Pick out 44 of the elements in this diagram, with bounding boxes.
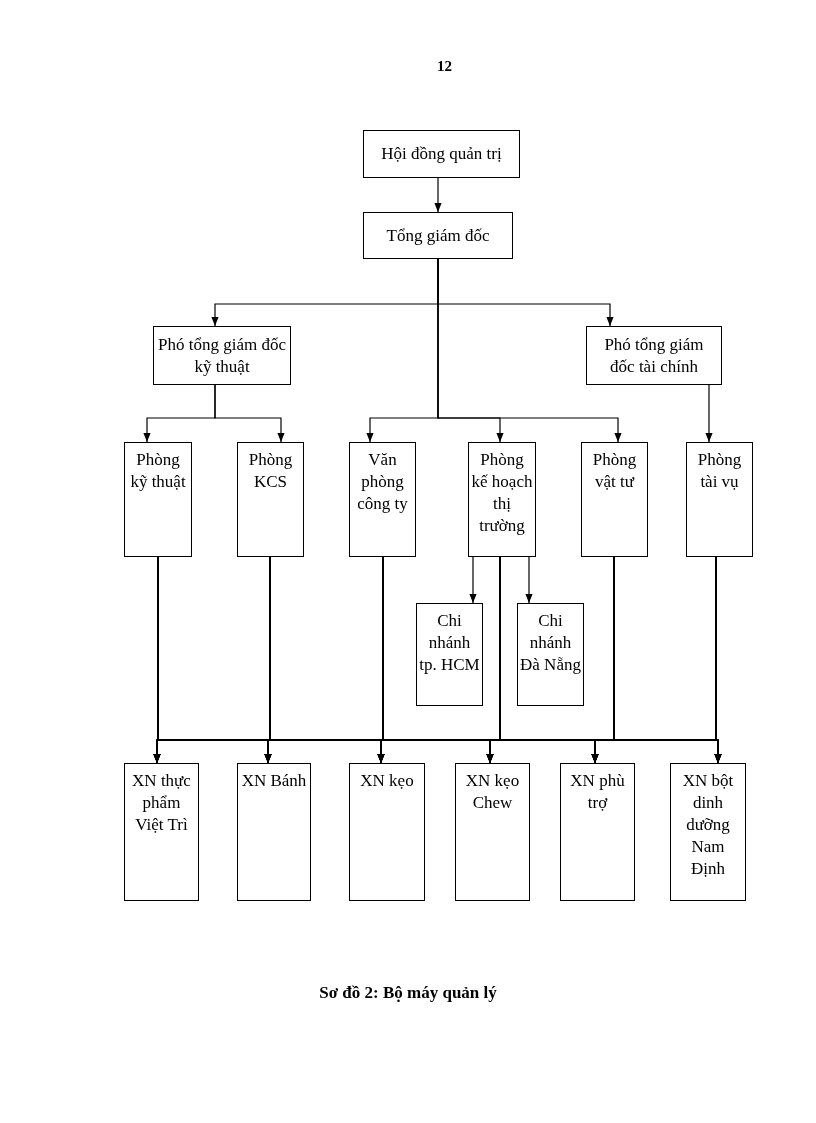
org-box-label: XN bột dinh dưỡng Nam Định bbox=[682, 771, 734, 878]
connector-arrow bbox=[434, 177, 442, 213]
org-box bbox=[349, 763, 425, 901]
org-box bbox=[124, 763, 199, 901]
org-box bbox=[349, 442, 416, 557]
org-box bbox=[237, 442, 304, 557]
connector-arrow bbox=[525, 556, 533, 604]
org-box bbox=[686, 442, 753, 557]
page-number: 12 bbox=[437, 58, 452, 75]
org-box-label: Tổng giám đốc bbox=[386, 224, 490, 247]
org-box-label: Phòng kế hoạch thị trường bbox=[471, 450, 533, 535]
org-box-label: Phòng kỹ thuật bbox=[130, 450, 186, 491]
org-box-label: Phòng KCS bbox=[248, 450, 293, 491]
org-box-label: Phó tổng giám đốc kỹ thuật bbox=[158, 333, 286, 378]
connector-arrow bbox=[214, 384, 285, 443]
org-box bbox=[670, 763, 746, 901]
org-box bbox=[363, 130, 520, 178]
org-box bbox=[416, 603, 483, 706]
org-box-label: Phòng vật tư bbox=[592, 450, 637, 491]
org-box-label: Phòng tài vụ bbox=[697, 450, 742, 491]
org-box bbox=[153, 326, 291, 385]
org-box bbox=[586, 326, 722, 385]
org-box bbox=[581, 442, 648, 557]
org-box-label: XN thực phẩm Việt Trì bbox=[132, 771, 191, 834]
org-box bbox=[517, 603, 584, 706]
connector-arrow bbox=[469, 556, 477, 604]
org-box-label: Chi nhánh Đà Nẵng bbox=[520, 611, 581, 674]
org-box-label: Chi nhánh tp. HCM bbox=[419, 611, 480, 674]
org-box-label: XN kẹo bbox=[360, 771, 414, 790]
org-box-label: XN Bánh bbox=[241, 771, 307, 790]
org-box bbox=[363, 212, 513, 259]
org-box-label: XN kẹo Chew bbox=[465, 771, 520, 812]
diagram-caption: Sơ đồ 2: Bộ máy quản lý bbox=[318, 983, 498, 1003]
org-box-label: XN phù trợ bbox=[570, 771, 625, 812]
org-box bbox=[455, 763, 530, 901]
org-box-label: Phó tổng giám đốc tài chính bbox=[603, 333, 705, 378]
connector-arrow bbox=[714, 556, 722, 764]
org-box bbox=[237, 763, 311, 901]
connector-arrow bbox=[705, 384, 713, 443]
org-box-label: Hội đồng quản trị bbox=[381, 143, 502, 165]
org-box bbox=[560, 763, 635, 901]
org-box bbox=[468, 442, 536, 557]
org-box bbox=[124, 442, 192, 557]
org-box-label: Văn phòng công ty bbox=[357, 450, 408, 513]
